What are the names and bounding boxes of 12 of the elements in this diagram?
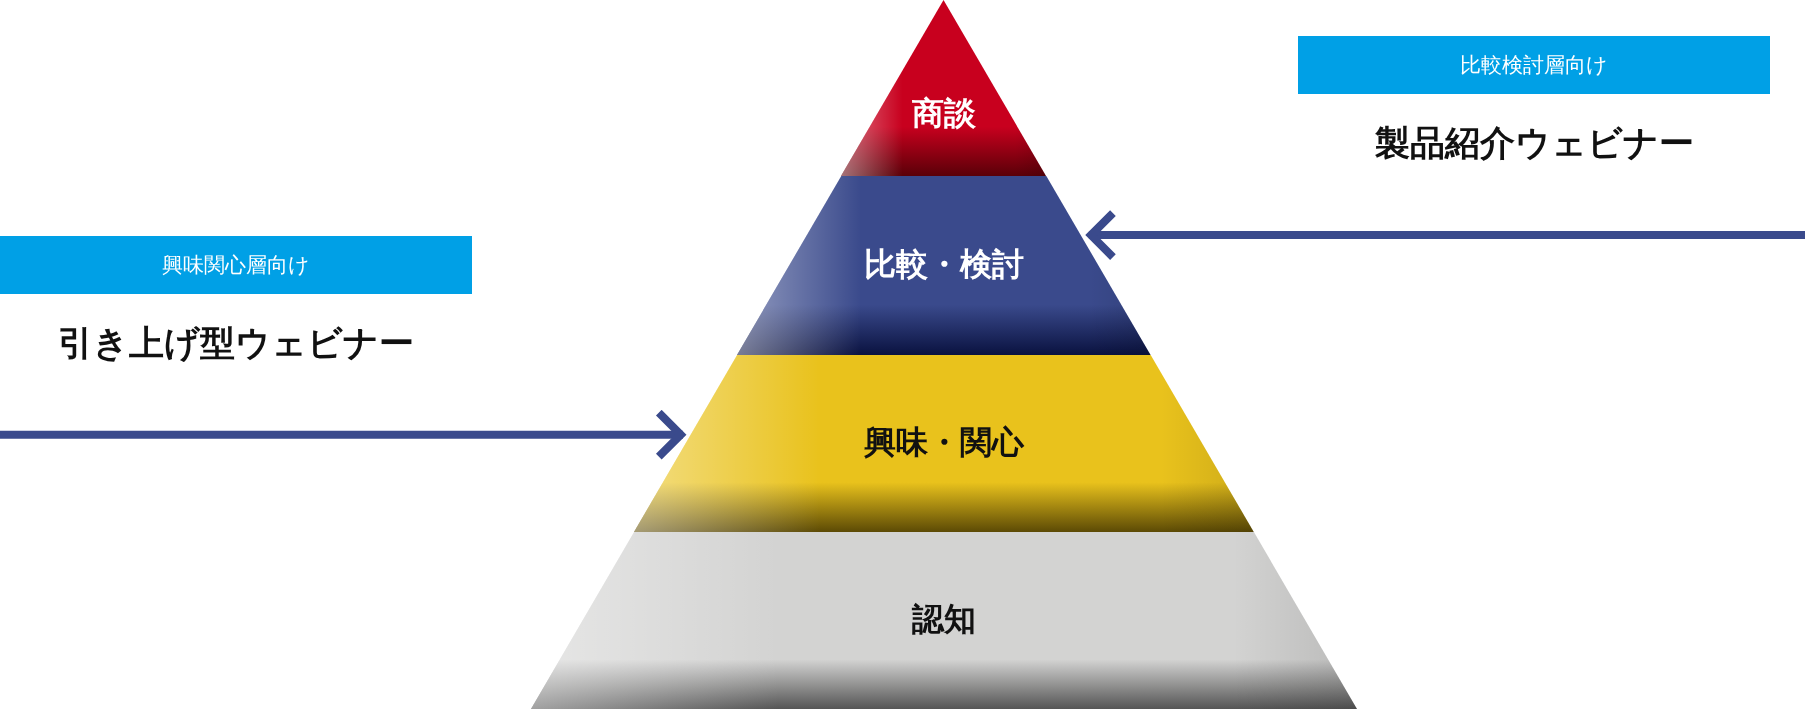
audience-tag: 興味関心層向け: [0, 236, 472, 294]
pyramid-tier: [531, 532, 1357, 709]
tier-label: 認知: [911, 600, 977, 640]
tier-label: 商談: [911, 94, 977, 134]
audience-tag: 比較検討層向け: [1298, 36, 1770, 94]
arrow: [0, 408, 685, 461]
arrow: [1086, 209, 1805, 262]
pyramid-tier: [634, 355, 1254, 532]
webinar-title: 引き上げ型ウェビナー: [57, 322, 415, 364]
tier-label: 興味・関心: [863, 423, 1025, 463]
tier-label: 比較・検討: [863, 245, 1025, 284]
webinar-title: 製品紹介ウェビナー: [1373, 122, 1695, 164]
